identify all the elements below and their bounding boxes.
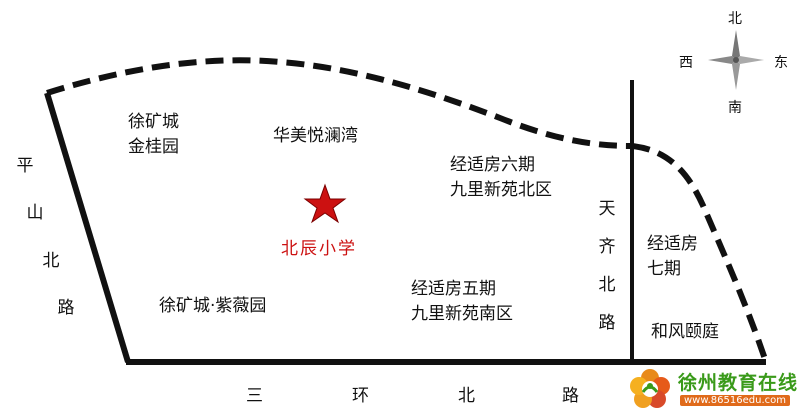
compass-east-label: 东 xyxy=(774,55,788,71)
flower-logo-icon xyxy=(630,369,670,408)
east-dashed-boundary xyxy=(631,143,769,363)
school-name: 北辰小学 xyxy=(281,239,357,259)
road-third-ring-4: 路 xyxy=(562,386,579,406)
district-hefeng: 和风颐庭 xyxy=(651,322,719,342)
compass-north-label: 北 xyxy=(728,11,742,27)
school-star-icon xyxy=(303,183,347,224)
road-pingshan-north-3: 北 xyxy=(42,251,60,271)
compass-south-label: 南 xyxy=(728,100,742,116)
compass-rose-icon xyxy=(708,30,764,90)
district-xukuang-ziwei: 徐矿城·紫薇园 xyxy=(159,296,267,316)
road-tianqi-north: 天 齐 北 路 xyxy=(598,199,616,333)
district-jingshi-seven: 经适房 七期 xyxy=(647,234,698,279)
road-third-ring-2: 环 xyxy=(352,386,369,406)
road-pingshan-north-1: 平 xyxy=(16,156,34,176)
road-pingshan-north-2: 山 xyxy=(26,203,44,223)
logo-url: www.86516edu.com xyxy=(680,395,790,406)
road-third-ring-1: 三 xyxy=(246,386,263,406)
road-pingshan-north-4: 路 xyxy=(57,298,75,318)
district-xukuang-jingui: 徐矿城 金桂园 xyxy=(128,112,179,157)
district-jingshi-five: 经适房五期 九里新苑南区 xyxy=(411,279,513,324)
west-boundary-line xyxy=(44,92,131,363)
north-dashed-boundary xyxy=(46,57,633,149)
site-logo: 徐州教育在线 www.86516edu.com xyxy=(626,366,798,416)
road-third-ring-3: 北 xyxy=(458,386,475,406)
logo-title: 徐州教育在线 xyxy=(678,372,799,394)
compass-west-label: 西 xyxy=(679,55,693,71)
district-jingshi-six: 经适房六期 九里新苑北区 xyxy=(450,155,552,200)
district-huamei: 华美悦澜湾 xyxy=(273,126,358,146)
